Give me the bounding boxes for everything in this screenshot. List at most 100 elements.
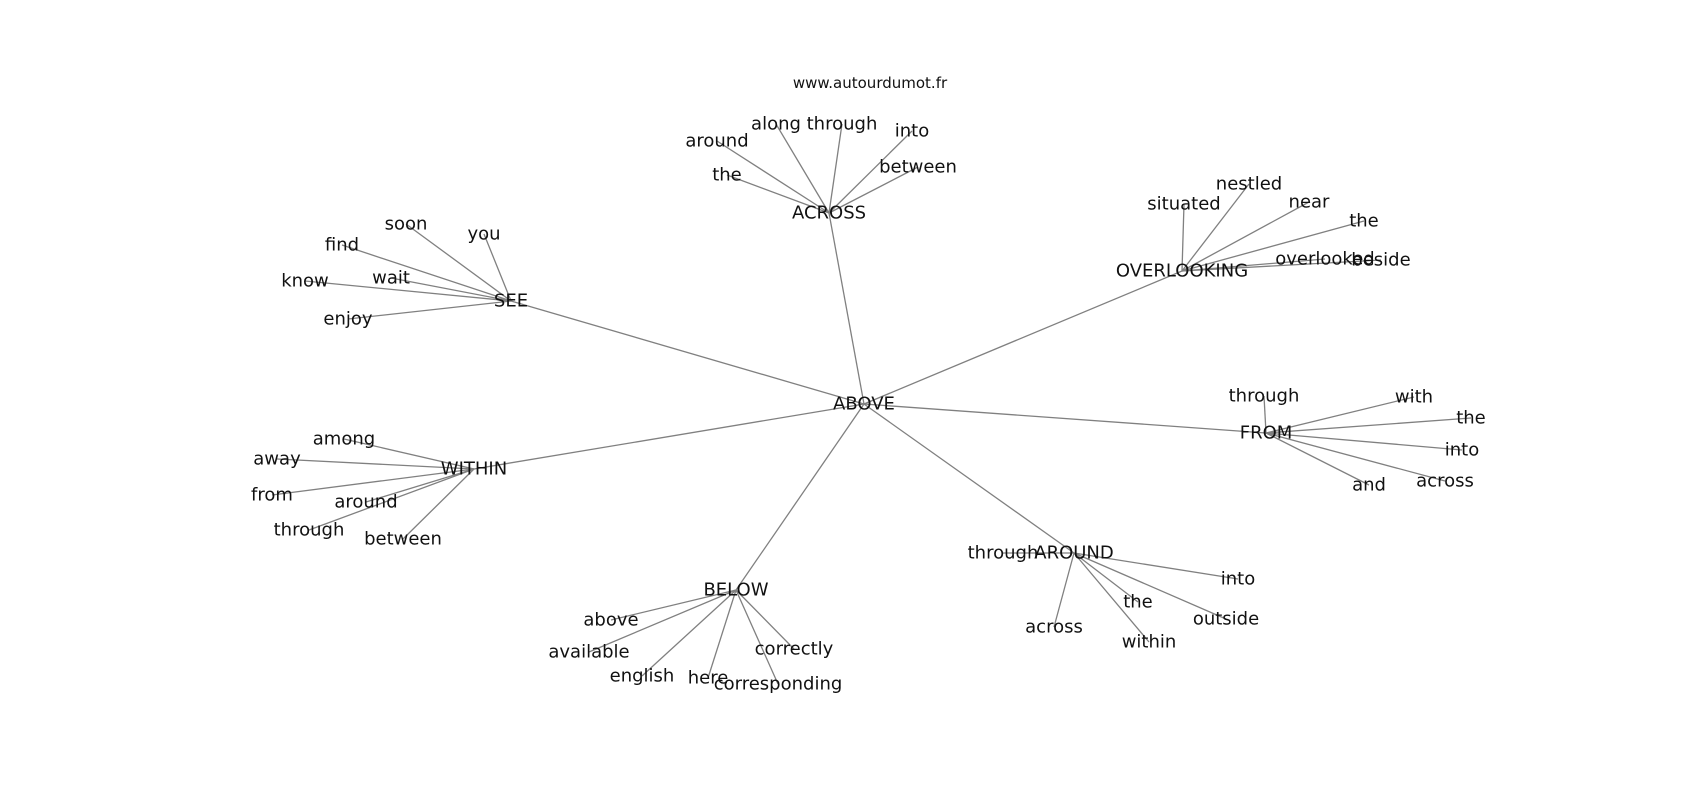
edge-across-around: [716, 140, 830, 214]
word-node-around-the[interactable]: the: [1123, 592, 1153, 613]
word-node-overlooking-overlooked[interactable]: overlooked: [1275, 249, 1374, 270]
word-node-below-english[interactable]: english: [610, 666, 675, 687]
edge-within-between: [402, 468, 475, 540]
word-node-across-around[interactable]: around: [685, 131, 748, 152]
edge-below-available: [588, 589, 737, 653]
word-node-around-through[interactable]: through: [968, 543, 1039, 564]
edge-from-into: [1265, 432, 1463, 451]
hub-node-within[interactable]: WITHIN: [441, 459, 507, 480]
word-node-across-along[interactable]: along: [751, 114, 801, 135]
edge-overlooking-the: [1181, 220, 1365, 272]
word-node-from-the[interactable]: the: [1456, 408, 1486, 429]
word-node-overlooking-near[interactable]: near: [1289, 192, 1331, 213]
edge-overlooking-nestled: [1181, 183, 1250, 272]
edge-within-among: [343, 438, 475, 470]
edge-within-around: [365, 468, 475, 503]
edge-above-across: [828, 212, 865, 405]
word-node-see-enjoy[interactable]: enjoy: [323, 309, 372, 330]
word-node-across-between[interactable]: between: [879, 157, 957, 178]
edge-around-across: [1053, 552, 1075, 628]
edge-around-outside: [1073, 552, 1227, 620]
hub-node-overlooking[interactable]: OVERLOOKING: [1116, 261, 1248, 282]
hub-node-across[interactable]: ACROSS: [792, 203, 866, 224]
word-node-across-through[interactable]: through: [807, 114, 878, 135]
word-node-see-know[interactable]: know: [281, 271, 329, 292]
edge-from-through: [1263, 395, 1267, 434]
word-node-overlooking-situated[interactable]: situated: [1147, 194, 1220, 215]
edge-across-between: [828, 166, 919, 214]
word-node-see-wait[interactable]: wait: [372, 268, 410, 289]
edge-see-find: [341, 244, 512, 302]
word-node-within-among[interactable]: among: [313, 429, 375, 450]
edge-across-through: [828, 123, 843, 214]
word-node-see-find[interactable]: find: [325, 235, 359, 256]
word-node-from-through[interactable]: through: [1229, 386, 1300, 407]
edge-see-wait: [390, 277, 512, 302]
edge-around-within: [1073, 552, 1150, 643]
edge-around-into: [1073, 552, 1239, 580]
edge-below-english: [641, 589, 737, 677]
edge-around-the: [1073, 552, 1139, 603]
word-node-within-from[interactable]: from: [251, 485, 293, 506]
hub-node-around[interactable]: AROUND: [1034, 543, 1114, 564]
edge-see-soon: [405, 223, 512, 302]
word-node-within-between[interactable]: between: [364, 529, 442, 550]
edge-above-overlooking: [863, 270, 1183, 405]
word-node-below-above[interactable]: above: [583, 610, 638, 631]
edge-above-below: [735, 403, 865, 591]
edge-across-the: [726, 174, 830, 214]
edge-see-know: [304, 280, 512, 302]
edge-below-correctly: [735, 589, 795, 650]
edge-from-and: [1265, 432, 1370, 486]
hub-node-see[interactable]: SEE: [494, 291, 528, 312]
edge-see-you: [483, 233, 512, 302]
word-node-see-soon[interactable]: soon: [385, 214, 428, 235]
graph-edges: [271, 123, 1472, 685]
word-node-within-away[interactable]: away: [253, 449, 301, 470]
edge-overlooking-situated: [1181, 203, 1185, 272]
edge-see-enjoy: [347, 300, 512, 320]
word-node-below-here[interactable]: here: [688, 668, 729, 689]
edge-above-within: [473, 403, 865, 470]
word-node-across-the[interactable]: the: [712, 165, 742, 186]
edge-above-see: [510, 300, 865, 405]
word-node-around-into[interactable]: into: [1221, 569, 1255, 590]
word-node-from-into[interactable]: into: [1445, 440, 1479, 461]
edge-below-here: [707, 589, 737, 679]
edge-from-across: [1265, 432, 1446, 482]
edge-within-through: [308, 468, 475, 531]
edge-within-from: [271, 468, 475, 496]
hub-node-below[interactable]: BELOW: [703, 580, 768, 601]
edge-above-from: [863, 403, 1267, 434]
edge-above-around: [863, 403, 1075, 554]
edge-across-along: [775, 123, 830, 214]
word-node-across-into[interactable]: into: [895, 121, 929, 142]
edge-overlooking-beside: [1181, 259, 1382, 272]
edge-overlooking-overlooked: [1181, 258, 1326, 272]
word-node-from-across[interactable]: across: [1416, 471, 1474, 492]
edge-below-corresponding: [735, 589, 779, 685]
center-node-above[interactable]: ABOVE: [833, 394, 895, 415]
word-node-within-around[interactable]: around: [334, 492, 397, 513]
edge-from-the: [1265, 417, 1472, 434]
hub-node-from[interactable]: FROM: [1240, 423, 1293, 444]
edge-from-with: [1265, 396, 1415, 434]
word-node-see-you[interactable]: you: [467, 224, 500, 245]
word-node-around-across[interactable]: across: [1025, 617, 1083, 638]
word-node-from-with[interactable]: with: [1395, 387, 1433, 408]
word-node-below-correctly[interactable]: correctly: [755, 639, 834, 660]
word-node-around-within[interactable]: within: [1122, 632, 1177, 653]
word-node-below-corresponding[interactable]: corresponding: [714, 674, 843, 695]
word-node-overlooking-nestled[interactable]: nestled: [1216, 174, 1282, 195]
edge-overlooking-near: [1181, 201, 1310, 272]
word-node-below-available[interactable]: available: [548, 642, 629, 663]
word-node-within-through[interactable]: through: [274, 520, 345, 541]
word-node-from-and[interactable]: and: [1352, 475, 1386, 496]
word-node-overlooking-beside[interactable]: beside: [1351, 250, 1410, 271]
word-node-around-outside[interactable]: outside: [1193, 609, 1259, 630]
word-node-overlooking-the[interactable]: the: [1349, 211, 1379, 232]
source-url[interactable]: www.autourdumot.fr: [793, 74, 948, 92]
edge-across-into: [828, 130, 913, 214]
